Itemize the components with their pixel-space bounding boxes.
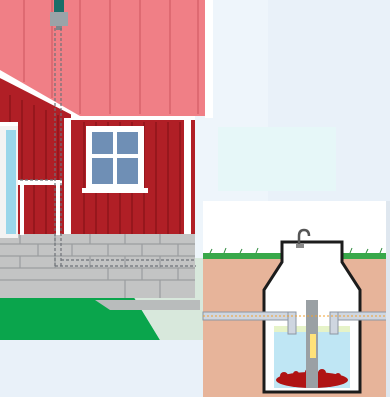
house-window bbox=[82, 126, 148, 193]
placeholder-panel bbox=[218, 127, 336, 191]
figure-caption bbox=[262, 388, 388, 397]
septic-tank-cross-section bbox=[203, 201, 390, 397]
foundation-step bbox=[95, 300, 200, 310]
stone-foundation bbox=[0, 232, 195, 298]
